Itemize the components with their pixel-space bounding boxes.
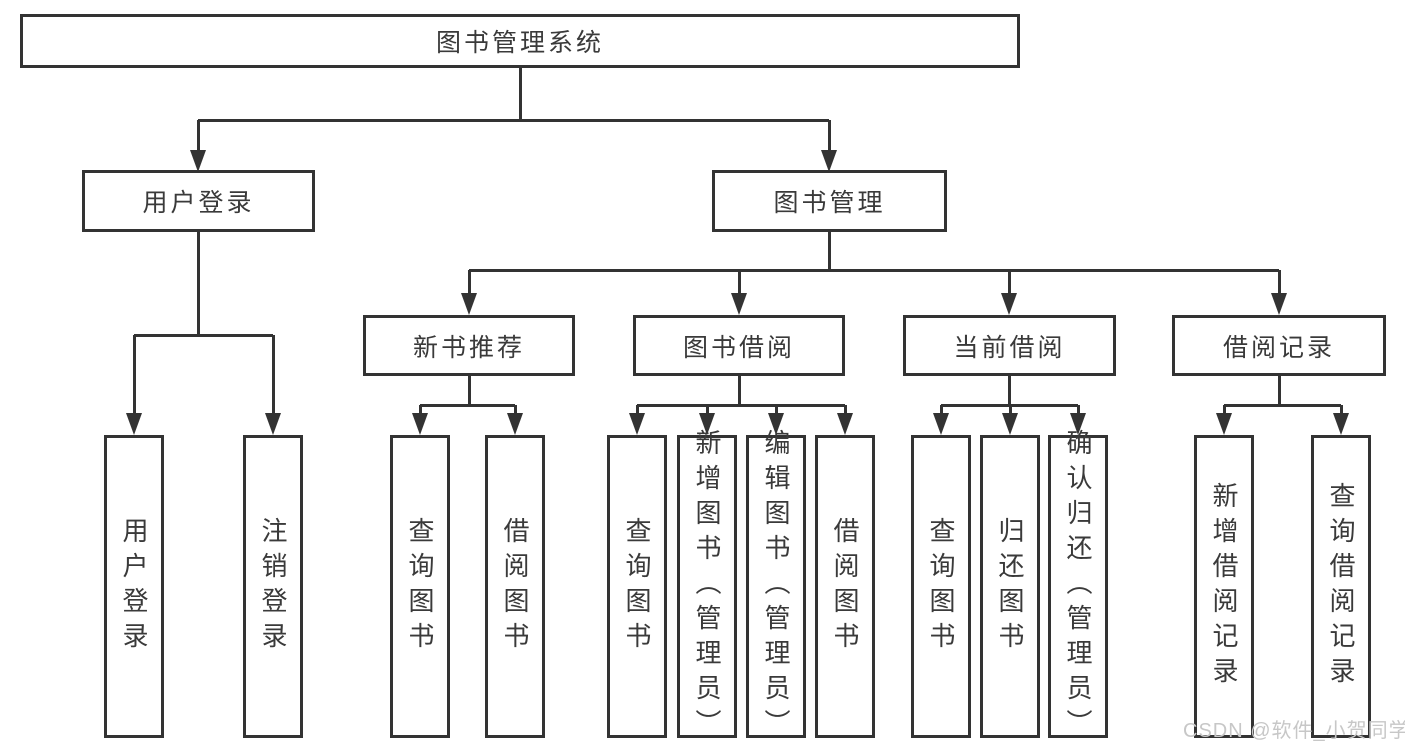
node-label: 用户登录 — [119, 516, 149, 657]
node-system: 图书管理系统 — [20, 14, 1020, 68]
node-label: 借阅记录 — [1222, 333, 1335, 362]
node-label: 新增借阅记录 — [1209, 481, 1239, 692]
node-current-borrowing: 当前借阅 — [903, 315, 1116, 376]
connector-line — [134, 333, 273, 337]
node-label: 确认归还（管理员） — [1063, 429, 1093, 744]
leaf-add-borrow-record: 新增借阅记录 — [1194, 435, 1254, 738]
arrow-down-icon — [411, 405, 428, 435]
leaf-query-books-recommend: 查询图书 — [390, 435, 450, 738]
node-new-book-recommend: 新书推荐 — [363, 315, 575, 376]
leaf-confirm-return-admin: 确认归还（管理员） — [1048, 429, 1108, 744]
node-book-borrowing: 图书借阅 — [633, 315, 845, 376]
arrow-down-icon — [1001, 270, 1017, 315]
arrow-down-icon — [836, 405, 853, 435]
arrow-down-icon — [506, 405, 523, 435]
arrow-down-icon — [1069, 405, 1086, 435]
node-label: 注销登录 — [258, 516, 288, 657]
node-user-login: 用户登录 — [82, 170, 315, 232]
connector-line — [827, 232, 831, 270]
leaf-query-borrow-record: 查询借阅记录 — [1311, 435, 1371, 738]
arrow-down-icon — [1215, 405, 1232, 435]
arrow-down-icon — [698, 405, 715, 435]
node-label: 新增图书（管理员） — [692, 429, 722, 744]
connector-line — [198, 118, 829, 122]
arrow-down-icon — [820, 120, 837, 172]
connector-line — [737, 376, 741, 405]
arrow-down-icon — [264, 335, 281, 435]
arrow-down-icon — [628, 405, 645, 435]
connector-line — [518, 68, 522, 120]
node-label: 借阅图书 — [500, 516, 530, 657]
arrow-down-icon — [460, 270, 477, 315]
node-label: 编辑图书（管理员） — [761, 429, 791, 744]
arrow-down-icon — [1001, 405, 1018, 435]
arrow-down-icon — [125, 335, 142, 435]
leaf-borrow-books: 借阅图书 — [815, 435, 875, 738]
node-label: 图书管理系统 — [435, 29, 604, 57]
node-label: 归还图书 — [995, 516, 1025, 657]
arrow-down-icon — [189, 120, 206, 172]
arrow-down-icon — [1270, 270, 1287, 315]
connector-line — [196, 232, 200, 335]
node-label: 当前借阅 — [953, 333, 1066, 362]
node-book-management: 图书管理 — [712, 170, 947, 232]
connector-line — [1224, 403, 1341, 407]
node-label: 查询图书 — [622, 516, 652, 657]
node-label: 图书管理 — [773, 189, 886, 217]
node-borrow-records: 借阅记录 — [1172, 315, 1386, 376]
connector-line — [469, 268, 1279, 272]
arrow-down-icon — [767, 405, 784, 435]
node-label: 查询借阅记录 — [1326, 481, 1356, 692]
node-label: 图书借阅 — [682, 333, 795, 362]
leaf-add-books-admin: 新增图书（管理员） — [677, 429, 737, 744]
connector-line — [1277, 376, 1281, 405]
arrow-down-icon — [932, 405, 949, 435]
arrow-down-icon — [730, 270, 747, 315]
connector-line — [467, 376, 471, 405]
leaf-return-books: 归还图书 — [980, 435, 1040, 738]
leaf-query-books-current: 查询图书 — [911, 435, 971, 738]
node-label: 查询图书 — [926, 516, 956, 657]
node-label: 查询图书 — [405, 516, 435, 657]
leaf-logout: 注销登录 — [243, 435, 303, 738]
csdn-watermark: CSDN @软件_小贺同学 — [1183, 720, 1405, 742]
leaf-query-books-borrowing: 查询图书 — [607, 435, 667, 738]
leaf-edit-books-admin: 编辑图书（管理员） — [746, 429, 806, 744]
node-label: 新书推荐 — [412, 333, 525, 362]
connector-line — [420, 403, 515, 407]
connector-line — [637, 403, 845, 407]
arrow-down-icon — [1332, 405, 1349, 435]
leaf-user-login: 用户登录 — [104, 435, 164, 738]
node-label: 用户登录 — [142, 189, 255, 217]
connector-line — [1008, 376, 1011, 405]
leaf-borrow-books-recommend: 借阅图书 — [485, 435, 545, 738]
node-label: 借阅图书 — [830, 516, 860, 657]
